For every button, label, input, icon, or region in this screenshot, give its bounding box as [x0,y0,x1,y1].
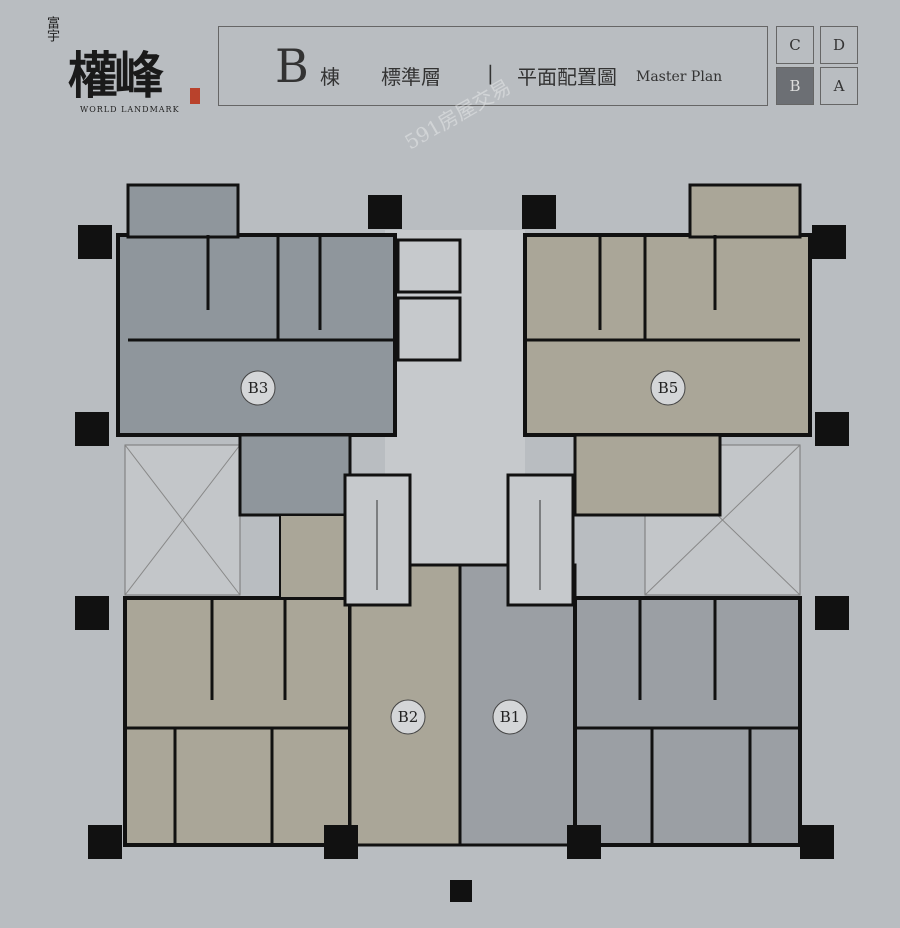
svg-text:B2: B2 [398,708,419,726]
svg-text:B1: B1 [500,708,521,726]
stair-right [506,473,575,607]
brand-logo: 富宇 權峰 WORLD LANDMARK [20,8,200,114]
logo-english: WORLD LANDMARK [80,105,180,114]
svg-text:B3: B3 [248,379,269,397]
unit-label-b3: B3 [240,370,276,406]
unit-label-b5: B5 [650,370,686,406]
building-a-button[interactable]: A [820,67,858,105]
floor-name: 標準層 [381,65,441,89]
unit-label-b2: B2 [390,699,426,735]
stair-left [343,473,412,607]
building-letter: B [275,39,309,93]
svg-text:B5: B5 [658,379,679,397]
structural-columns [75,195,849,902]
title-box: B 棟 標準層 | 平面配置圖 Master Plan [218,26,768,106]
logo-seal [190,88,200,104]
elevators [396,238,462,362]
unit-b1[interactable] [458,563,802,847]
title-separator: | [487,61,494,85]
logo-title: 權峰 [68,46,164,105]
building-c-button[interactable]: C [776,26,814,64]
atrium-left [124,444,241,596]
watermark: 591房屋交易 [401,74,515,154]
building-suffix: 棟 [320,65,340,89]
unit-b2[interactable] [123,514,462,847]
building-b-button[interactable]: B [776,67,814,105]
logo-small-text: 富宇 [44,16,59,42]
plan-title-en: Master Plan [636,69,723,85]
building-d-button[interactable]: D [820,26,858,64]
unit-label-b1: B1 [492,699,528,735]
plan-title: 平面配置圖 [517,65,617,89]
